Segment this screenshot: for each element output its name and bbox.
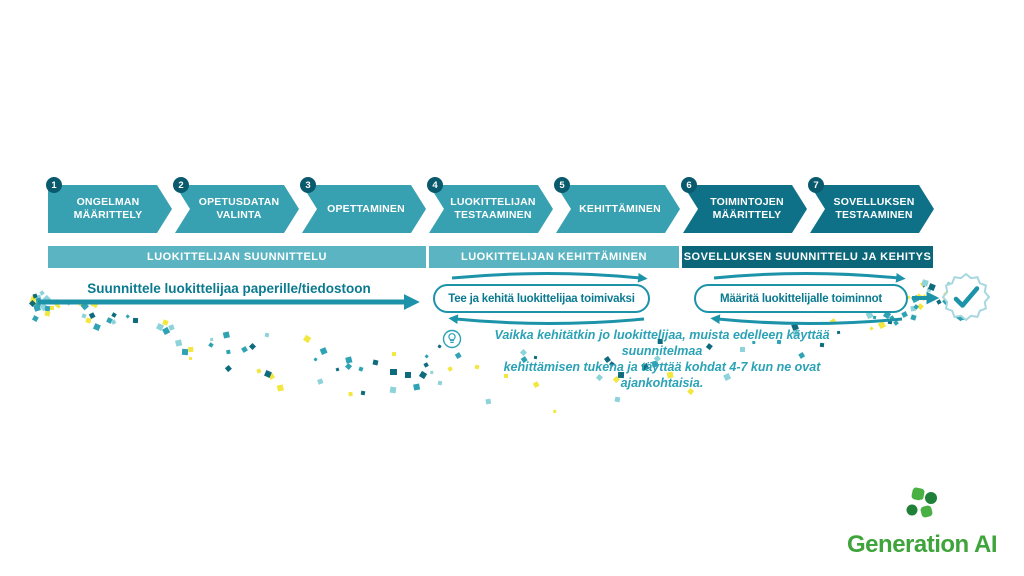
loop-arrow-bottom-2 bbox=[710, 314, 903, 325]
step-number-badge: 1 bbox=[46, 177, 62, 193]
build-classifier-box: Tee ja kehitä luokittelijaa toimivaksi bbox=[433, 284, 650, 313]
note-line-1: Vaikka kehitätkin jo luokittelijaa, muis… bbox=[494, 328, 830, 358]
step-number-badge: 7 bbox=[808, 177, 824, 193]
phase-bar-classifier-design: LUOKITTELIJAN SUUNNITTELU bbox=[48, 246, 426, 268]
process-step-4: LUOKITTELIJAN TESTAAMINEN 4 bbox=[427, 177, 553, 233]
define-actions-box: Määritä luokittelijalle toiminnot bbox=[694, 284, 908, 313]
step-chevron: OPETUSDATAN VALINTA bbox=[175, 185, 299, 233]
process-steps-row: ONGELMAN MÄÄRITTELY 1 OPETUSDATAN VALINT… bbox=[46, 177, 934, 233]
process-step-1: ONGELMAN MÄÄRITTELY 1 bbox=[46, 177, 172, 233]
check-icon bbox=[953, 286, 980, 308]
step-number-badge: 3 bbox=[300, 177, 316, 193]
process-step-6: TOIMINTOJEN MÄÄRITTELY 6 bbox=[681, 177, 807, 233]
step-number-badge: 4 bbox=[427, 177, 443, 193]
logo-molecule-icon bbox=[906, 487, 937, 518]
process-step-7: SOVELLUKSEN TESTAAMINEN 7 bbox=[808, 177, 934, 233]
step-chevron: SOVELLUKSEN TESTAAMINEN bbox=[810, 185, 934, 233]
process-step-3: OPETTAMINEN 3 bbox=[300, 177, 426, 233]
step-number-badge: 6 bbox=[681, 177, 697, 193]
phase-bar-app-design-development: SOVELLUKSEN SUUNNITTELU JA KEHITYS bbox=[682, 246, 933, 268]
phase-bar-classifier-development: LUOKITTELIJAN KEHITTÄMINEN bbox=[429, 246, 679, 268]
process-step-2: OPETUSDATAN VALINTA 2 bbox=[173, 177, 299, 233]
step-chevron: ONGELMAN MÄÄRITTELY bbox=[48, 185, 172, 233]
lightbulb-icon bbox=[442, 329, 462, 349]
loop-arrow-bottom-1 bbox=[448, 314, 645, 325]
process-step-5: KEHITTÄMINEN 5 bbox=[554, 177, 680, 233]
step-number-badge: 5 bbox=[554, 177, 570, 193]
step-chevron: OPETTAMINEN bbox=[302, 185, 426, 233]
step-chevron: LUOKITTELIJAN TESTAAMINEN bbox=[429, 185, 553, 233]
check-seal bbox=[941, 272, 991, 322]
step-number-badge: 2 bbox=[173, 177, 189, 193]
step-chevron: TOIMINTOJEN MÄÄRITTELY bbox=[683, 185, 807, 233]
note-line-2: kehittämisen tukena ja täyttää kohdat 4-… bbox=[503, 360, 821, 390]
loop-arrow-top-1 bbox=[451, 272, 648, 283]
logo-text: Generation AI bbox=[847, 531, 997, 558]
loop-arrow-top-2 bbox=[713, 272, 906, 283]
note-text: Vaikka kehitätkin jo luokittelijaa, muis… bbox=[468, 327, 856, 391]
step-chevron: KEHITTÄMINEN bbox=[556, 185, 680, 233]
generation-ai-logo: Generation AI bbox=[836, 486, 1008, 559]
plan-arrow-label: Suunnittele luokittelijaa paperille/tied… bbox=[87, 281, 371, 296]
